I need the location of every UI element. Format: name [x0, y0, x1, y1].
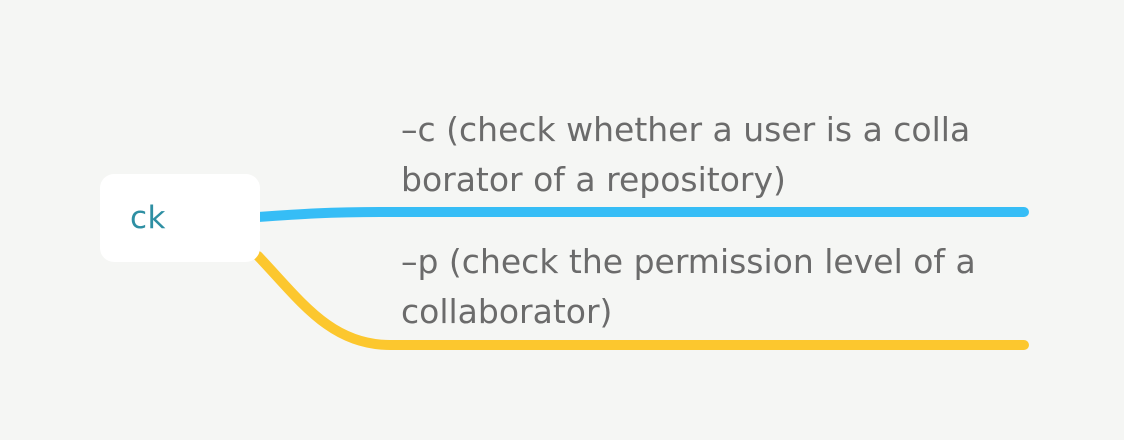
branch-connector-check-collaborator [253, 207, 1029, 222]
branch-topic-text-line: –p (check the permission level of a [401, 242, 976, 281]
branch-topic-text-line: collaborator) [401, 292, 613, 331]
root-topic-label: ck [130, 200, 166, 236]
root-topic-node[interactable]: ck [100, 174, 260, 262]
branch-topic-text-line: borator of a repository) [401, 160, 786, 199]
branch-connector-check-permission [253, 251, 1029, 350]
branch-topic-check-permission[interactable]: –p (check the permission level of a coll… [401, 237, 1041, 337]
branch-topic-text-line: –c (check whether a user is a colla [401, 110, 971, 149]
branch-topic-check-collaborator[interactable]: –c (check whether a user is a colla bora… [401, 105, 1041, 205]
